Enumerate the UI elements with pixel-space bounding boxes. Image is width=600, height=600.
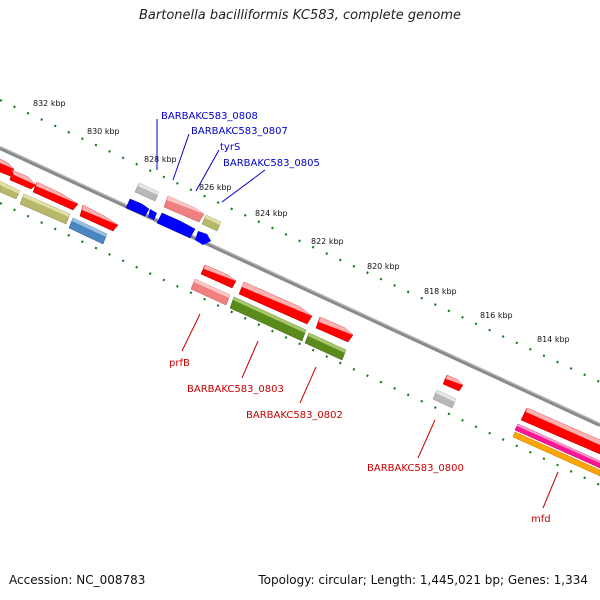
gene-feature: [163, 195, 205, 223]
gene-feature: [520, 407, 600, 455]
outer-tick-ring: [0, 99, 600, 383]
gene-label: BARBAKC583_0800: [367, 463, 464, 474]
kbp-label: 818 kbp: [424, 287, 457, 296]
kbp-label: 822 kbp: [311, 237, 344, 246]
kbp-label: 816 kbp: [480, 311, 513, 320]
kbp-label: 820 kbp: [367, 262, 400, 271]
gene-feature: [9, 169, 37, 190]
gene-feature: [201, 214, 222, 232]
gene-feature: [229, 296, 307, 342]
gene-feature: [512, 431, 600, 477]
kbp-label: 824 kbp: [255, 209, 288, 218]
gene-feature: [0, 180, 21, 200]
gene-feature: [19, 193, 71, 225]
kbp-label: 828 kbp: [144, 155, 177, 164]
gene-feature: [134, 182, 160, 202]
kbp-label: 830 kbp: [87, 127, 120, 136]
gene-label: mfd: [531, 514, 551, 525]
gene-feature: [200, 264, 237, 289]
leader-line: [181, 313, 201, 352]
kbp-label: 832 kbp: [33, 99, 66, 108]
gene-feature: [190, 278, 231, 306]
leader-line: [299, 366, 317, 404]
leader-line: [417, 419, 436, 459]
kbp-label: 814 kbp: [537, 335, 570, 344]
gene-feature: [514, 423, 600, 469]
leader-line: [542, 471, 559, 509]
gene-feature: [125, 198, 150, 217]
genome-backbone: [0, 146, 600, 427]
gene-label: prfB: [169, 358, 190, 369]
gene-label: BARBAKC583_0805: [223, 158, 320, 169]
gene-feature: [156, 212, 196, 239]
gene-label: BARBAKC583_0807: [191, 126, 288, 137]
leader-line: [221, 169, 266, 203]
accession-text: Accession: NC_008783: [9, 573, 146, 587]
gene-feature: [195, 231, 211, 245]
gene-label: BARBAKC583_0803: [187, 384, 284, 395]
leader-line: [195, 149, 220, 192]
gene-label: tyrS: [220, 142, 240, 153]
leader-line: [172, 133, 190, 181]
gene-feature: [442, 374, 464, 392]
gene-feature: [238, 281, 313, 325]
gene-feature: [32, 181, 79, 211]
kbp-label: 826 kbp: [199, 183, 232, 192]
gene-feature: [68, 217, 108, 245]
leader-line: [241, 340, 259, 379]
genome-summary-text: Topology: circular; Length: 1,445,021 bp…: [258, 573, 588, 587]
gene-feature: [79, 204, 119, 232]
inner-tick-ring: [0, 202, 600, 486]
gene-feature: [432, 389, 457, 409]
gene-label: BARBAKC583_0802: [246, 410, 343, 421]
gene-feature: [315, 316, 354, 343]
gene-feature: [304, 332, 347, 361]
gene-feature: [148, 209, 157, 220]
map-title: Bartonella bacilliformis KC583, complete…: [139, 8, 461, 23]
gene-label: BARBAKC583_0808: [161, 111, 258, 122]
